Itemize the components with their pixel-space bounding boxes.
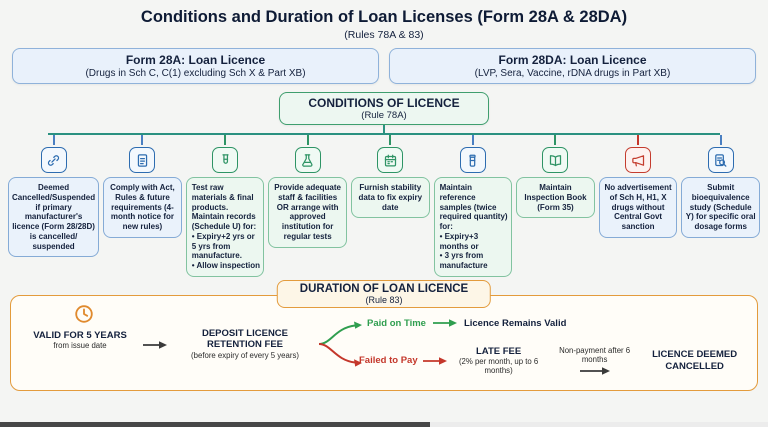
form-28a-box: Form 28A: Loan Licence (Drugs in Sch C, …	[12, 48, 379, 84]
sample-jar-icon	[459, 147, 486, 173]
condition-text: Maintain Inspection Book (Form 35)	[516, 177, 595, 219]
conditions-cards-area: Deemed Cancelled/Suspended if primary ma…	[8, 133, 760, 277]
connector-stub	[471, 135, 474, 145]
form-28da-subtitle: (LVP, Sera, Vaccine, rDNA drugs in Part …	[474, 68, 671, 79]
valid-subtitle: from issue date	[53, 341, 107, 351]
flow-arrow	[422, 356, 447, 365]
paid-result: Licence Remains Valid	[463, 317, 567, 329]
flow-arrow	[143, 340, 167, 349]
paid-path: Paid on Time Licence Remains Valid	[367, 318, 566, 329]
condition-card-3: Test raw materials & final products. Mai…	[185, 135, 265, 277]
cards-row: Deemed Cancelled/Suspended if primary ma…	[8, 133, 760, 277]
failed-label: Failed to Pay	[359, 355, 418, 367]
deposit-block: DEPOSIT LICENCE RETENTION FEE (before ex…	[175, 328, 315, 360]
conditions-header: CONDITIONS OF LICENCE (Rule 78A)	[279, 92, 489, 125]
duration-subtitle: (Rule 83)	[365, 294, 403, 305]
conditions-title: CONDITIONS OF LICENCE	[308, 96, 460, 110]
connector-stub	[637, 135, 640, 145]
condition-text: Deemed Cancelled/Suspended if primary ma…	[8, 177, 100, 258]
condition-card-2: Comply with Act, Rules & future requirem…	[103, 135, 182, 277]
conditions-header-wrap: CONDITIONS OF LICENCE (Rule 78A)	[0, 92, 768, 133]
flow-arrow	[579, 366, 610, 375]
late-fee-block: LATE FEE (2% per month, up to 6 months)	[452, 346, 546, 376]
conditions-subtitle: (Rule 78A)	[361, 110, 407, 121]
nonpayment-connector: Non-payment after 6 months	[551, 346, 639, 376]
nonpayment-label: Non-payment after 6 months	[559, 345, 631, 365]
condition-card-9: Submit bioequivalence study (Schedule Y)…	[681, 135, 760, 277]
infographic-root: Conditions and Duration of Loan Licenses…	[0, 8, 768, 427]
document-search-icon	[707, 147, 734, 173]
condition-text: Provide adequate staff & facilities OR a…	[268, 177, 347, 248]
forms-row: Form 28A: Loan Licence (Drugs in Sch C, …	[12, 48, 756, 84]
chain-link-icon	[40, 147, 67, 173]
duration-header: DURATION OF LOAN LICENCE (Rule 83)	[276, 279, 492, 308]
condition-card-7: Maintain Inspection Book (Form 35)	[516, 135, 595, 277]
page-subtitle: (Rules 78A & 83)	[344, 29, 424, 41]
duration-title: DURATION OF LOAN LICENCE	[299, 282, 469, 295]
condition-text: Test raw materials & final products. Mai…	[185, 177, 265, 277]
fork-connector	[318, 321, 362, 367]
late-fee-subtitle: (2% per month, up to 6 months)	[458, 357, 539, 376]
progress-bar-fill	[0, 422, 431, 427]
condition-card-5: Furnish stability data to fix expiry dat…	[350, 135, 430, 277]
condition-text: Furnish stability data to fix expiry dat…	[350, 177, 430, 219]
failed-path: Failed to Pay LATE FEE (2% per month, up…	[359, 346, 746, 376]
paid-label: Paid on Time	[367, 317, 426, 329]
flask-icon	[294, 147, 321, 173]
calendar-icon	[377, 147, 404, 173]
book-icon	[542, 147, 569, 173]
deposit-title: DEPOSIT LICENCE RETENTION FEE	[201, 327, 289, 351]
condition-card-4: Provide adequate staff & facilities OR a…	[268, 135, 347, 277]
connector-stub	[306, 135, 309, 145]
clock-icon	[75, 305, 93, 323]
connector-stub	[554, 135, 557, 145]
late-fee-title: LATE FEE	[476, 345, 522, 357]
test-tube-icon	[212, 147, 239, 173]
condition-text: No advertisement of Sch H, H1, X drugs w…	[598, 177, 678, 238]
document-icon	[129, 147, 156, 173]
megaphone-icon	[625, 147, 652, 173]
duration-section: DURATION OF LOAN LICENCE (Rule 83) VALID…	[10, 279, 758, 391]
form-28da-title: Form 28DA: Loan Licence	[498, 53, 647, 67]
condition-text: Comply with Act, Rules & future requirem…	[103, 177, 182, 238]
condition-text: Maintain reference samples (twice requir…	[433, 177, 513, 277]
connector-stub	[389, 135, 392, 145]
condition-card-1: Deemed Cancelled/Suspended if primary ma…	[8, 135, 100, 277]
condition-card-6: Maintain reference samples (twice requir…	[433, 135, 513, 277]
valid-title: VALID FOR 5 YEARS	[33, 329, 127, 341]
connector-stub	[719, 135, 722, 145]
connector-stub	[141, 135, 144, 145]
form-28da-box: Form 28DA: Loan Licence (LVP, Sera, Vacc…	[389, 48, 756, 84]
page-title: Conditions and Duration of Loan Licenses…	[140, 8, 628, 26]
connector-stub	[52, 135, 55, 145]
deposit-subtitle: (before expiry of every 5 years)	[191, 350, 299, 360]
valid-block: VALID FOR 5 YEARS from issue date	[21, 330, 139, 351]
cancelled-result: LICENCE DEEMED CANCELLED	[652, 349, 738, 372]
progress-bar[interactable]	[0, 422, 768, 427]
connector-bus	[48, 133, 720, 135]
form-28a-subtitle: (Drugs in Sch C, C(1) excluding Sch X & …	[85, 68, 306, 79]
connector-line	[383, 125, 385, 133]
form-28a-title: Form 28A: Loan Licence	[125, 53, 266, 67]
condition-card-8: No advertisement of Sch H, H1, X drugs w…	[598, 135, 678, 277]
condition-text: Submit bioequivalence study (Schedule Y)…	[681, 177, 760, 238]
flow-arrow	[432, 319, 457, 328]
connector-stub	[224, 135, 227, 145]
